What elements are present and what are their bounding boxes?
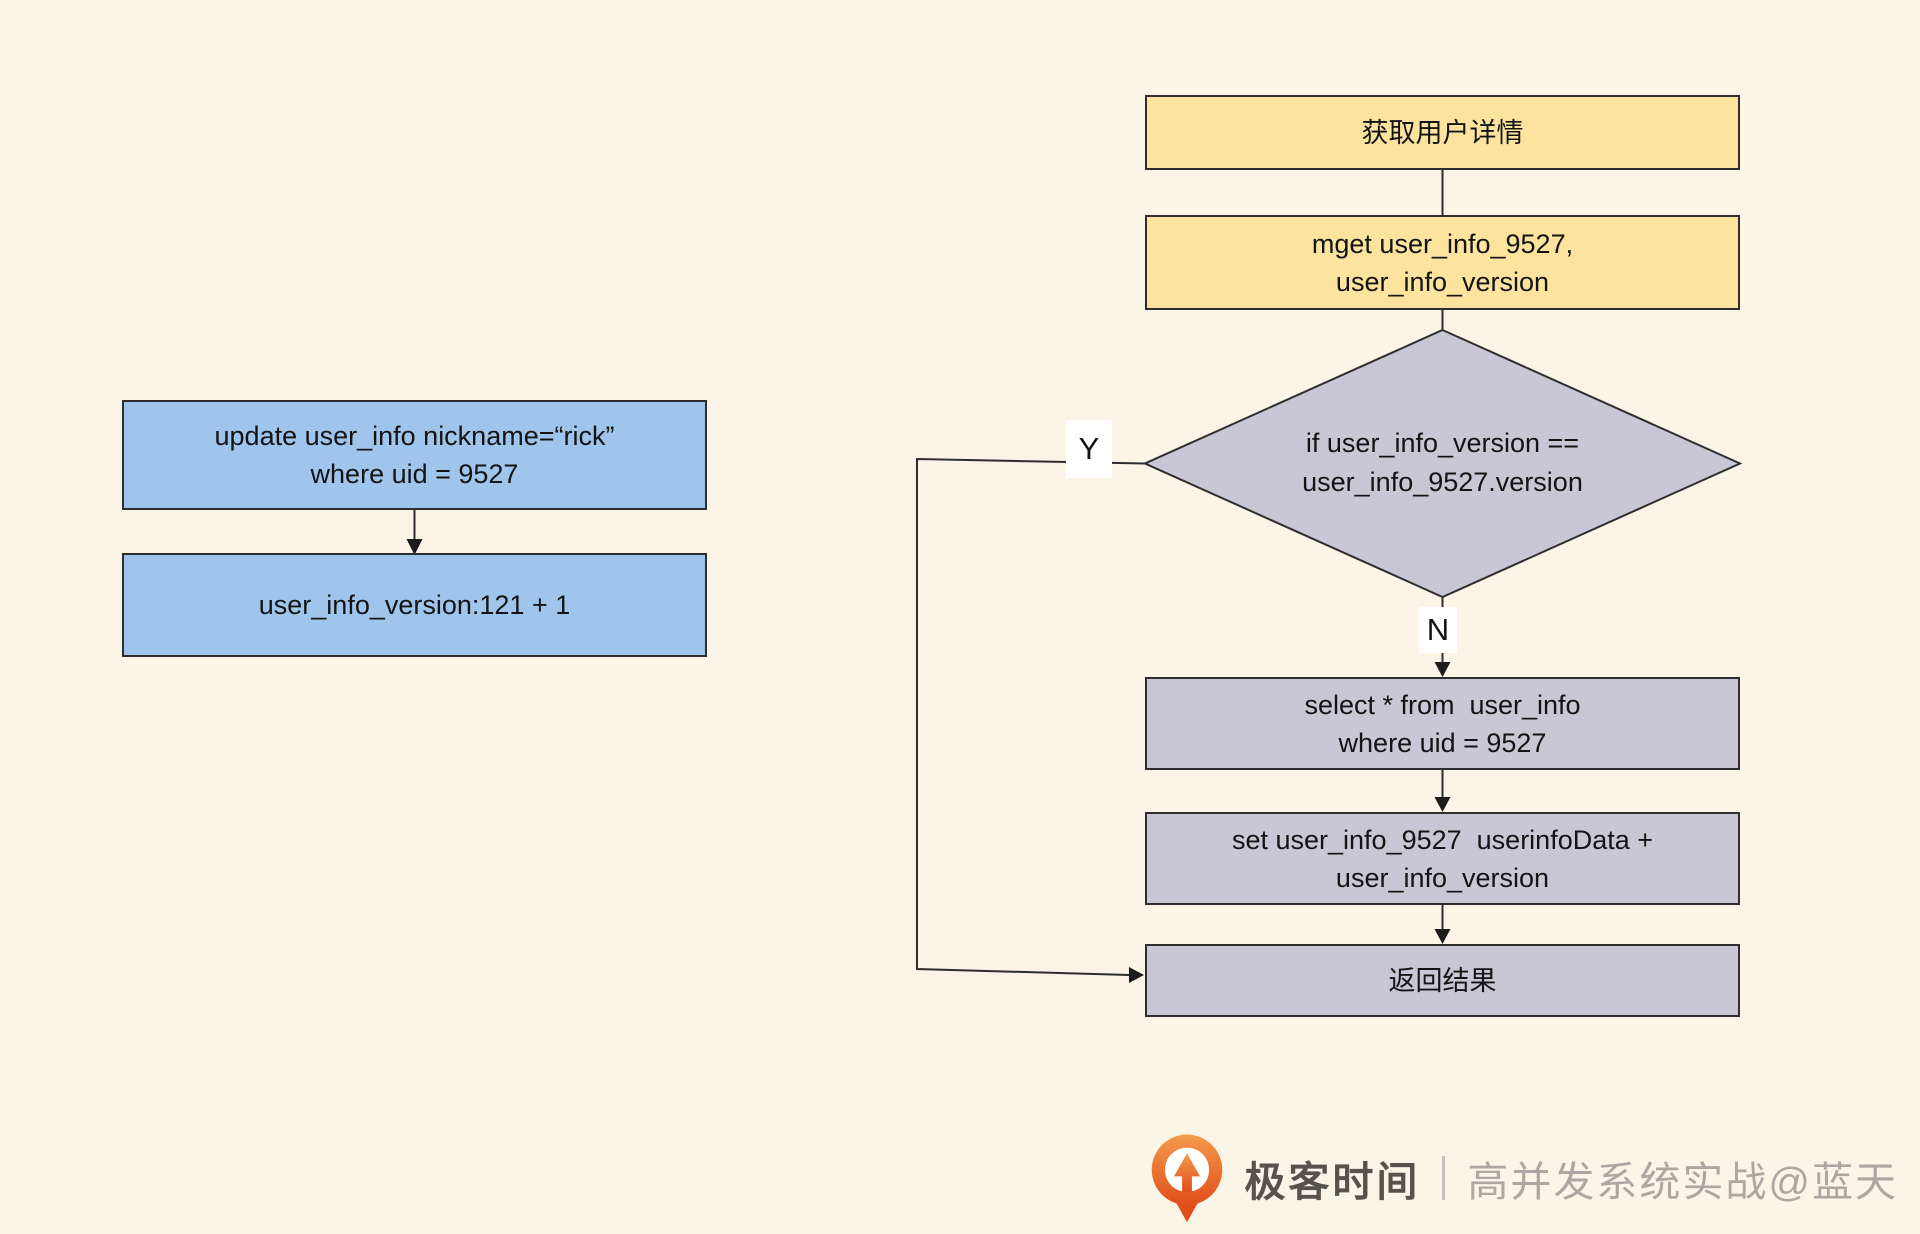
return-result-box: 返回结果 — [1145, 944, 1740, 1017]
version-increment-line1: user_info_version:121 + 1 — [258, 590, 571, 620]
mget-box-line1: mget user_info_9527, — [1311, 228, 1574, 259]
no-branch-label: N — [1419, 607, 1457, 653]
yes-branch-label: Y — [1066, 420, 1112, 478]
update-sql-box: update user_info nickname=“rick” where u… — [122, 400, 707, 510]
set-cache-line1: set user_info_9527 userinfoData + — [1231, 824, 1654, 855]
update-sql-line1: update user_info nickname=“rick” — [214, 421, 615, 451]
version-increment-box: user_info_version:121 + 1 — [122, 553, 707, 657]
select-sql-line2: where uid = 9527 — [1338, 727, 1547, 758]
arrowhead-down-icon — [1434, 797, 1451, 812]
watermark: 极客时间 高并发系统实战@蓝天 — [1146, 1132, 1898, 1224]
start-box: 获取用户详情 — [1145, 95, 1740, 170]
set-cache-line2: user_info_version — [1335, 862, 1550, 893]
watermark-brand-text: 极客时间 — [1244, 1159, 1421, 1205]
decision-line1: if user_info_version == — [1305, 428, 1580, 458]
mget-box: mget user_info_9527, user_info_version — [1145, 215, 1740, 310]
arrowhead-down-icon — [1434, 662, 1451, 677]
start-box-label: 获取用户详情 — [1361, 117, 1524, 148]
edge-decision-yes-to-result — [916, 457, 1146, 976]
update-sql-line2: where uid = 9527 — [310, 459, 519, 489]
mget-box-line2: user_info_version — [1335, 266, 1550, 297]
set-cache-box: set user_info_9527 userinfoData + user_i… — [1145, 812, 1740, 905]
select-sql-line1: select * from user_info — [1304, 689, 1581, 720]
watermark-caption-text: 高并发系统实战@蓝天 — [1467, 1159, 1898, 1205]
decision-diamond-shape — [1142, 328, 1743, 599]
arrowhead-right-icon — [1129, 967, 1144, 983]
watermark-divider — [1442, 1156, 1446, 1200]
decision-line2: user_info_9527.version — [1302, 467, 1583, 497]
select-sql-box: select * from user_info where uid = 9527 — [1145, 677, 1740, 770]
arrowhead-down-icon — [406, 539, 423, 555]
arrowhead-down-icon — [1434, 929, 1451, 944]
geektime-logo-icon — [1152, 1134, 1223, 1223]
return-result-label: 返回结果 — [1388, 965, 1497, 996]
decision-text: if user_info_version == user_info_9527.v… — [1145, 424, 1740, 502]
